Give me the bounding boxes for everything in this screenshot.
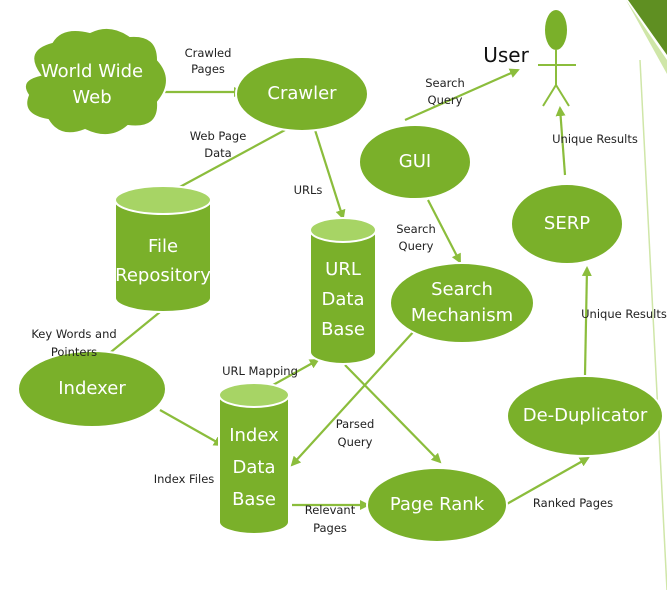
label-url-mapping: URL Mapping bbox=[222, 364, 298, 378]
edge-crawler-url-db bbox=[313, 129, 346, 220]
url-db-label-line-1: URL bbox=[325, 259, 361, 280]
label-relevant-pages-line-2: Pages bbox=[313, 521, 347, 535]
edge-serp-user bbox=[555, 106, 567, 176]
user-stick-figure-icon bbox=[538, 10, 576, 107]
label-unique-results-1: Unique Results bbox=[552, 132, 638, 146]
node-search-mechanism: Search Mechanism bbox=[389, 262, 535, 344]
www-label-line-2: Web bbox=[72, 87, 111, 108]
node-url-data-base: URL Data Base bbox=[309, 217, 377, 365]
file-repository-label-line-1: File bbox=[148, 236, 178, 257]
url-db-label-line-2: Data bbox=[322, 289, 365, 310]
node-serp: SERP bbox=[510, 183, 624, 265]
user-actor: User bbox=[483, 10, 576, 107]
node-de-duplicator: De-Duplicator bbox=[506, 375, 664, 457]
nodes: World Wide Web Crawler GUI SERP File Rep… bbox=[17, 26, 664, 543]
edge-indexer-index-db bbox=[159, 409, 224, 446]
label-crawled-pages-line-2: Pages bbox=[191, 62, 225, 76]
node-crawler: Crawler bbox=[235, 56, 369, 132]
page-rank-label: Page Rank bbox=[390, 494, 485, 515]
node-page-rank: Page Rank bbox=[366, 467, 508, 543]
label-urls: URLs bbox=[294, 183, 323, 197]
de-duplicator-label: De-Duplicator bbox=[523, 405, 648, 426]
label-relevant-pages-line-1: Relevant bbox=[305, 503, 356, 517]
node-gui: GUI bbox=[358, 124, 472, 200]
gui-label: GUI bbox=[399, 151, 431, 172]
label-index-files: Index Files bbox=[154, 472, 215, 486]
edge-deduplicator-serp bbox=[581, 266, 592, 376]
serp-label: SERP bbox=[544, 213, 590, 234]
decorative-accent bbox=[626, 0, 667, 591]
edges bbox=[93, 68, 592, 510]
indexer-label: Indexer bbox=[58, 378, 126, 399]
label-search-query-2-line-2: Query bbox=[399, 239, 434, 253]
label-parsed-query-line-1: Parsed bbox=[336, 417, 375, 431]
label-key-words-line-1: Key Words and bbox=[31, 327, 116, 341]
edge-labels: Crawled Pages Web Page Data URLs Search … bbox=[31, 46, 667, 535]
node-indexer: Indexer bbox=[17, 350, 167, 428]
user-label: User bbox=[483, 43, 529, 67]
label-ranked-pages: Ranked Pages bbox=[533, 496, 613, 510]
edge-crawler-file-repository bbox=[163, 129, 286, 196]
label-search-query-1-line-2: Query bbox=[428, 93, 463, 107]
search-mechanism-label-line-1: Search bbox=[431, 279, 493, 300]
url-db-label-line-3: Base bbox=[321, 319, 365, 340]
edge-search-mechanism-index-db bbox=[290, 329, 416, 467]
label-unique-results-2: Unique Results bbox=[581, 307, 667, 321]
file-repository-label-line-2: Repository bbox=[115, 265, 211, 286]
label-search-query-1-line-1: Search bbox=[425, 76, 465, 90]
label-key-words-line-2: Pointers bbox=[51, 345, 97, 359]
label-search-query-2-line-1: Search bbox=[396, 222, 436, 236]
edge-page-rank-deduplicator bbox=[504, 457, 590, 506]
edge-gui-search-mechanism bbox=[427, 199, 461, 264]
edge-url-db-page-rank bbox=[344, 364, 442, 464]
index-db-label-line-3: Base bbox=[232, 489, 276, 510]
node-index-data-base: Index Data Base bbox=[218, 382, 290, 535]
label-crawled-pages-line-1: Crawled bbox=[185, 46, 232, 60]
label-web-page-data-line-2: Data bbox=[204, 146, 231, 160]
node-file-repository: File Repository bbox=[114, 185, 212, 313]
crawler-label: Crawler bbox=[267, 83, 337, 104]
edge-gui-user bbox=[404, 68, 520, 122]
index-db-label-line-1: Index bbox=[229, 425, 279, 446]
label-web-page-data-line-1: Web Page bbox=[190, 129, 247, 143]
www-label-line-1: World Wide bbox=[41, 61, 143, 82]
search-mechanism-label-line-2: Mechanism bbox=[411, 305, 513, 326]
label-parsed-query-line-2: Query bbox=[338, 435, 373, 449]
node-world-wide-web: World Wide Web bbox=[24, 26, 168, 137]
index-db-label-line-2: Data bbox=[233, 457, 276, 478]
